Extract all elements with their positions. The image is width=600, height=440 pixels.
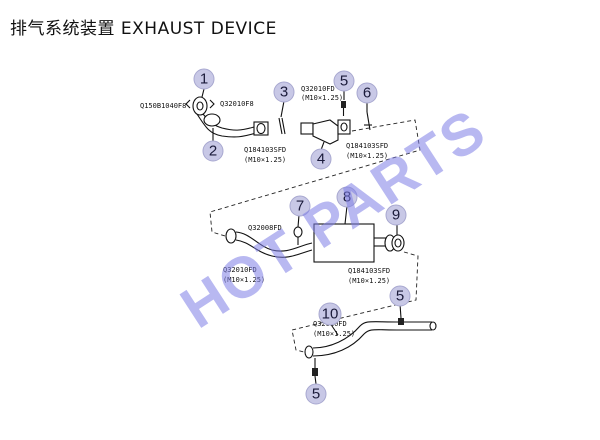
leader-lines bbox=[201, 88, 402, 385]
flange-gasket-9[interactable] bbox=[384, 234, 405, 252]
svg-text:4: 4 bbox=[317, 151, 325, 168]
gasket-3[interactable] bbox=[278, 117, 286, 135]
code-label: (M10×1.25) bbox=[346, 152, 388, 160]
callout-2[interactable]: 2 bbox=[202, 140, 224, 162]
callout-3[interactable]: 3 bbox=[273, 81, 295, 103]
code-label: Q184103SFD bbox=[348, 267, 390, 275]
code-label: Q184103SFD bbox=[346, 142, 388, 150]
connection-lines bbox=[209, 119, 421, 353]
svg-text:5: 5 bbox=[396, 288, 404, 305]
callout-1[interactable]: 1 bbox=[193, 68, 215, 90]
svg-text:1: 1 bbox=[200, 71, 208, 88]
callout-7[interactable]: 7 bbox=[289, 195, 311, 217]
catalytic-converter[interactable] bbox=[300, 119, 351, 145]
callout-5[interactable]: 5 bbox=[333, 70, 355, 92]
callout-4[interactable]: 4 bbox=[310, 148, 332, 170]
svg-text:7: 7 bbox=[296, 198, 304, 215]
code-label: (M10×1.25) bbox=[301, 94, 343, 102]
tail-pipe[interactable] bbox=[304, 318, 437, 376]
code-label: Q32010FD bbox=[301, 85, 335, 93]
page-title: 排气系统装置 EXHAUST DEVICE bbox=[10, 19, 277, 39]
svg-text:3: 3 bbox=[280, 84, 288, 101]
callouts: 1 2 3 5 6 4 7 8 9 5 10 5 bbox=[193, 68, 411, 405]
code-label: Q32010F8 bbox=[220, 100, 254, 108]
callout-6[interactable]: 6 bbox=[356, 82, 378, 104]
sensor-plug-5-top[interactable] bbox=[341, 101, 346, 116]
code-label: Q32010FD bbox=[223, 266, 257, 274]
code-label: Q150B1040F8 bbox=[140, 102, 186, 110]
svg-text:10: 10 bbox=[322, 306, 339, 323]
svg-text:2: 2 bbox=[209, 143, 217, 160]
bolt-6[interactable] bbox=[364, 111, 372, 131]
callout-10[interactable]: 10 bbox=[318, 302, 342, 326]
svg-text:8: 8 bbox=[343, 189, 351, 206]
callout-9[interactable]: 9 bbox=[385, 204, 407, 226]
code-label: (M10×1.25) bbox=[313, 330, 355, 338]
callout-5-bottom[interactable]: 5 bbox=[305, 383, 327, 405]
svg-text:6: 6 bbox=[363, 85, 371, 102]
svg-text:9: 9 bbox=[392, 207, 400, 224]
svg-text:5: 5 bbox=[312, 386, 320, 403]
code-label: (M10×1.25) bbox=[244, 156, 286, 164]
code-label: (M10×1.25) bbox=[348, 277, 390, 285]
middle-muffler[interactable] bbox=[225, 223, 388, 263]
code-label: Q184103SFD bbox=[244, 146, 286, 154]
code-label: Q32008FD bbox=[248, 224, 282, 232]
code-label: (M10×1.25) bbox=[223, 276, 265, 284]
svg-text:5: 5 bbox=[340, 73, 348, 90]
callout-8[interactable]: 8 bbox=[336, 186, 358, 208]
callout-5-right[interactable]: 5 bbox=[389, 285, 411, 307]
front-exhaust-pipe[interactable] bbox=[185, 96, 269, 138]
